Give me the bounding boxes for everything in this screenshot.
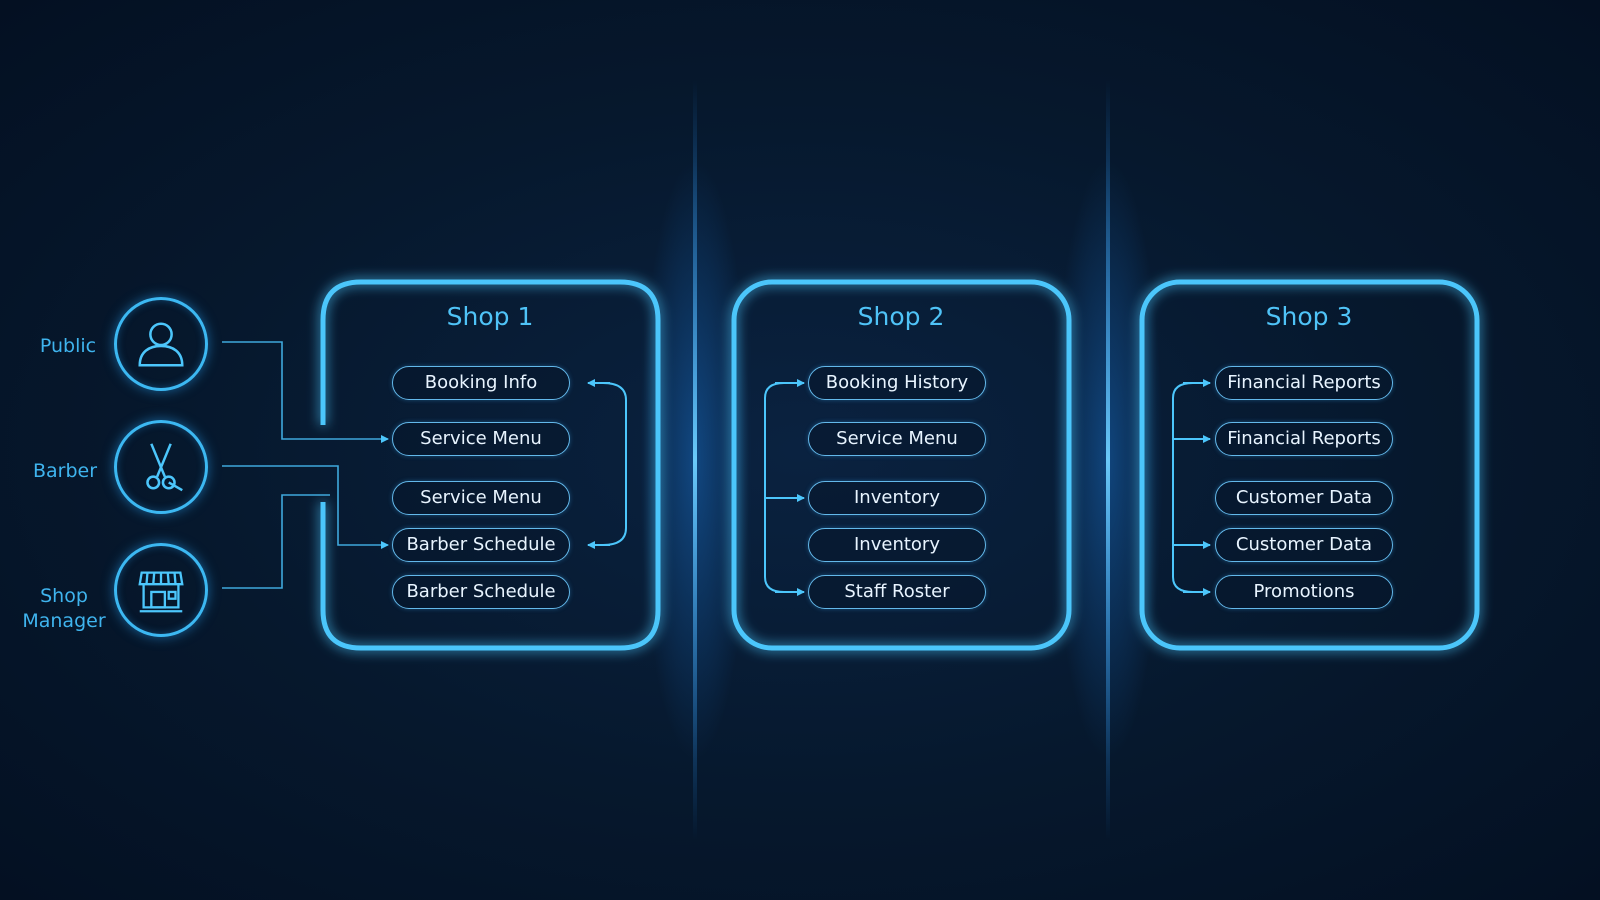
shop-1-connector	[602, 382, 627, 546]
shop-2-item-inventory[interactable]: Inventory	[808, 481, 986, 515]
person-icon	[138, 322, 184, 367]
shop-1-item-booking-info[interactable]: Booking Info	[392, 366, 570, 400]
role-label-shop-manager-line1: Shop	[40, 585, 88, 607]
shop-2-title: Shop 2	[857, 302, 945, 331]
light-beam-2	[1053, 80, 1163, 840]
shop-3-item-customer-data-2[interactable]: Customer Data	[1215, 528, 1393, 562]
shop-3-item-promotions[interactable]: Promotions	[1215, 575, 1393, 609]
connector-shop-manager	[222, 494, 330, 589]
role-label-shop-manager-line2: Manager	[22, 610, 106, 632]
shop-2-item-staff-roster[interactable]: Staff Roster	[808, 575, 986, 609]
shop-1-title: Shop 1	[446, 302, 534, 331]
shop-3-connector	[1172, 382, 1194, 593]
shop-2-panel	[731, 279, 1072, 651]
shop-2-item-booking-history[interactable]: Booking History	[808, 366, 986, 400]
shop-3-title: Shop 3	[1265, 302, 1353, 331]
public-avatar[interactable]	[114, 297, 208, 391]
shop-1-item-service-menu[interactable]: Service Menu	[392, 422, 570, 456]
shop-3-item-financial-reports-2[interactable]: Financial Reports	[1215, 422, 1393, 456]
scissors-icon	[146, 443, 183, 492]
role-label-shop-manager: Shop Manager	[18, 584, 110, 634]
role-label-public: Public	[39, 335, 97, 357]
shop-2-item-service-menu[interactable]: Service Menu	[808, 422, 986, 456]
storefront-icon	[138, 571, 184, 613]
shop-1-item-barber-schedule-2[interactable]: Barber Schedule	[392, 575, 570, 609]
connector-public	[222, 341, 389, 443]
connector-barber	[222, 465, 389, 549]
shop-3-panel	[1139, 279, 1480, 651]
shop-3-item-customer-data[interactable]: Customer Data	[1215, 481, 1393, 515]
barber-avatar[interactable]	[114, 420, 208, 514]
light-beam-1	[640, 80, 750, 840]
shop-1-item-barber-schedule[interactable]: Barber Schedule	[392, 528, 570, 562]
shop-manager-avatar[interactable]	[114, 543, 208, 637]
shop-1-item-service-menu-2[interactable]: Service Menu	[392, 481, 570, 515]
shop-3-item-financial-reports[interactable]: Financial Reports	[1215, 366, 1393, 400]
shop-2-connector	[764, 382, 785, 593]
shop-2-item-inventory-2[interactable]: Inventory	[808, 528, 986, 562]
shop-1-panel	[320, 279, 661, 651]
role-label-barber: Barber	[32, 460, 98, 482]
